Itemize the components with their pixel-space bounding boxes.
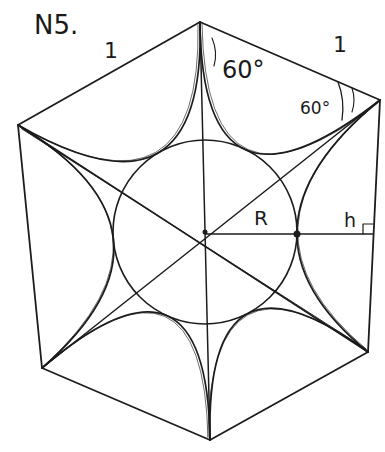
side-length: 1 xyxy=(104,40,118,62)
star-arcs-sketch xyxy=(21,24,378,437)
diagonal-sketch xyxy=(22,129,366,349)
diagonal xyxy=(18,125,368,352)
star-arcs xyxy=(18,22,380,440)
angle-arc xyxy=(212,38,216,66)
inner-circle xyxy=(113,140,297,324)
diagonal xyxy=(42,100,380,368)
radius-label: R xyxy=(254,208,268,228)
side-length: 1 xyxy=(333,34,347,56)
angle-arc xyxy=(352,88,354,112)
angle-arc xyxy=(338,82,343,120)
height-label: h xyxy=(344,211,356,230)
right-angle-mark xyxy=(363,224,373,234)
angle-label: 60° xyxy=(300,100,330,117)
center-point xyxy=(203,230,208,235)
problem-number: N5. xyxy=(34,12,78,38)
angle-label: 60° xyxy=(222,58,265,82)
hexagon xyxy=(18,22,380,440)
radius-height-line xyxy=(205,233,373,235)
tangent-point xyxy=(294,231,301,238)
